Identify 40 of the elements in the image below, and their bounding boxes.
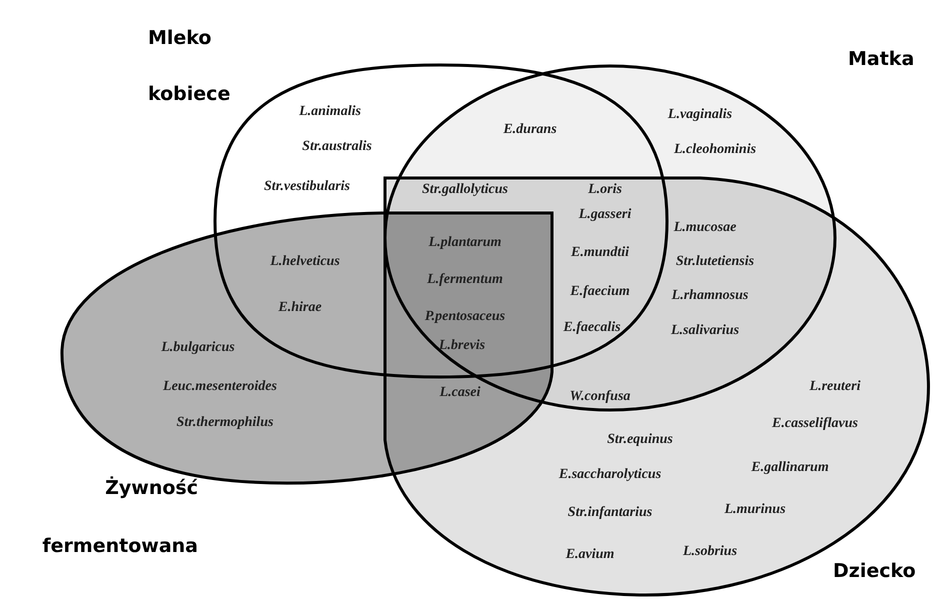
species-name: L.gasseri xyxy=(578,207,632,223)
species-name: L.bulgaricus xyxy=(161,340,235,356)
set-label: Mleko kobiece xyxy=(148,26,232,107)
species-name: E.hirae xyxy=(278,300,322,316)
species-name: E.gallinarum xyxy=(751,460,829,476)
species-name: E.saccharolyticus xyxy=(558,467,662,483)
species-name: Leuc.mesenteroides xyxy=(163,379,277,395)
species-name: Str.thermophilus xyxy=(176,415,274,431)
species-name: Str.equinus xyxy=(607,432,673,448)
set-label: Dziecko xyxy=(833,559,917,584)
species-name: Str.gallolyticus xyxy=(422,182,508,198)
species-name: L.rhamnosus xyxy=(672,288,748,304)
set-label: Żywność fermentowana xyxy=(41,475,198,559)
species-name: E.casseliflavus xyxy=(772,416,858,432)
species-name: L.animalis xyxy=(299,104,361,120)
species-name: L.plantarum xyxy=(428,235,502,251)
species-name: L.mucosae xyxy=(674,220,736,236)
species-name: E.durans xyxy=(503,122,557,138)
species-name: Str.infantarius xyxy=(568,505,652,521)
species-name: L.cleohominis xyxy=(674,142,756,158)
species-name: L.salivarius xyxy=(670,323,740,339)
species-name: P.pentosaceus xyxy=(424,309,506,325)
species-name: E.faecium xyxy=(570,284,630,300)
set-label: Matka xyxy=(848,47,916,72)
species-name: L.vaginalis xyxy=(668,107,732,123)
species-name: L.brevis xyxy=(438,338,486,354)
species-name: Str.lutetiensis xyxy=(676,254,754,270)
species-name: L.murinus xyxy=(724,502,786,518)
species-name: L.sobrius xyxy=(682,544,738,560)
species-name: Str.vestibularis xyxy=(264,179,350,195)
species-name: L.fermentum xyxy=(427,272,503,288)
species-name: E.avium xyxy=(566,547,614,563)
species-name: L.casei xyxy=(440,385,480,401)
species-name: E.mundtii xyxy=(571,245,629,261)
species-name: L.oris xyxy=(588,182,622,198)
species-name: L.reuteri xyxy=(810,379,860,395)
species-name: E.faecalis xyxy=(563,320,621,336)
species-name: W.confusa xyxy=(570,389,630,405)
species-name: Str.australis xyxy=(302,139,372,155)
species-name: L.helveticus xyxy=(270,254,340,270)
